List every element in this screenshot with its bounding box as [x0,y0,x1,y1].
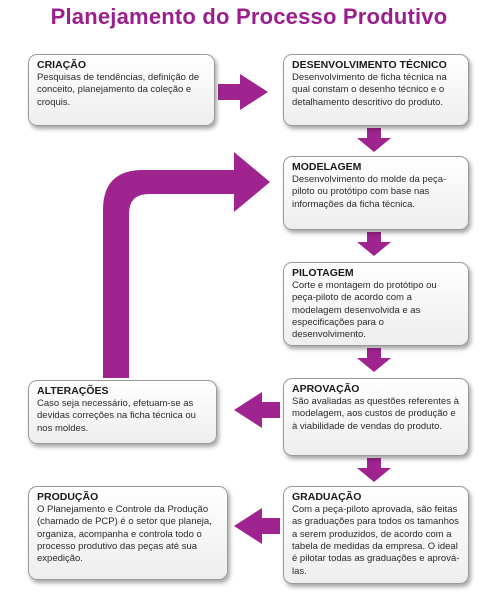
arrow-criacao-to-desenvolvimento [218,74,268,110]
box-pilotagem-heading: PILOTAGEM [292,267,354,279]
arrow-aprovacao-to-alteracoes [234,392,280,428]
box-graduacao: GRADUAÇÃO Com a peça-piloto aprovada, sã… [283,486,469,584]
box-producao-heading: PRODUÇÃO [37,491,99,503]
box-producao: PRODUÇÃO O Planejamento e Controle da Pr… [28,486,228,580]
arrow-aprovacao-to-graduacao [357,458,391,482]
box-pilotagem: PILOTAGEM Corte e montagem do protótipo … [283,262,469,346]
arrow-modelagem-to-pilotagem [357,232,391,256]
arrow-desenvolvimento-to-modelagem [357,128,391,152]
box-criacao-heading: CRIAÇÃO [37,59,86,71]
box-aprovacao-text: São avaliadas as questões referentes à m… [292,396,459,432]
box-alteracoes-heading: ALTERAÇÕES [37,385,109,397]
box-desenvolvimento-heading: DESENVOLVIMENTO TÉCNICO [292,59,447,71]
box-aprovacao: APROVAÇÃO São avaliadas as questões refe… [283,378,469,456]
arrow-graduacao-to-producao [234,508,280,544]
box-producao-text: O Planejamento e Controle da Produção (c… [37,504,212,565]
box-desenvolvimento: DESENVOLVIMENTO TÉCNICO Desenvolvimento … [283,54,469,126]
box-criacao: CRIAÇÃO Pesquisas de tendências, definiç… [28,54,215,126]
box-graduacao-heading: GRADUAÇÃO [292,491,362,503]
box-alteracoes: ALTERAÇÕES Caso seja necessário, efetuam… [28,380,217,444]
box-modelagem-heading: MODELAGEM [292,161,362,173]
arrow-alteracoes-to-modelagem [103,152,270,378]
box-modelagem: MODELAGEM Desenvolvimento do molde da pe… [283,156,469,230]
box-aprovacao-heading: APROVAÇÃO [292,383,360,395]
box-graduacao-text: Com a peça-piloto aprovada, são feitas a… [292,504,460,577]
diagram-title: Planejamento do Processo Produtivo [50,4,448,29]
box-modelagem-text: Desenvolvimento do molde da peça-piloto … [292,174,447,210]
box-criacao-text: Pesquisas de tendências, definição de co… [37,72,200,108]
box-desenvolvimento-text: Desenvolvimento de ficha técnica na qual… [292,72,447,108]
arrow-pilotagem-to-aprovacao [357,348,391,372]
box-alteracoes-text: Caso seja necessário, efetuam-se as devi… [37,398,196,434]
box-pilotagem-text: Corte e montagem do protótipo ou peça-pi… [292,280,437,341]
